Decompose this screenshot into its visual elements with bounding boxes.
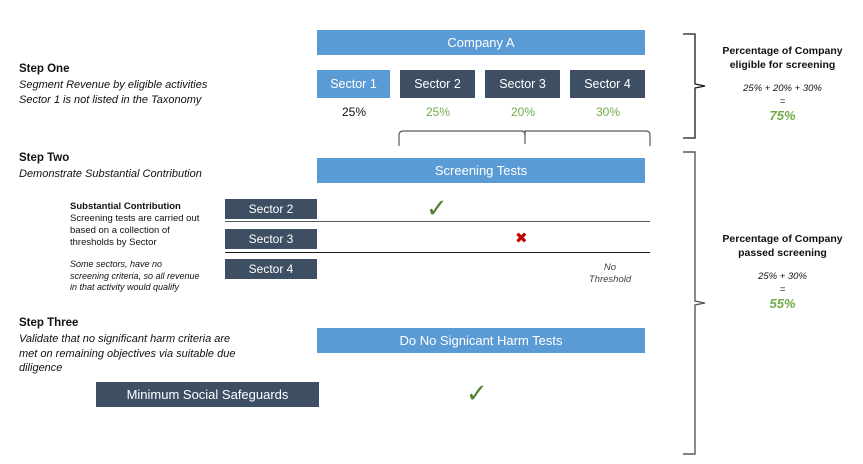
no-threshold-line-2: Threshold [588, 274, 632, 285]
step-three-desc-line-3: diligence [19, 362, 63, 374]
screening-row-label-sector-4[interactable]: Sector 4 [225, 259, 317, 279]
sector-box-4[interactable]: Sector 4 [570, 70, 645, 98]
pass-check-icon-sector-2: ✓ [426, 194, 448, 224]
sector-pct-1: 25% [341, 105, 367, 119]
eligible-sectors-bracket [398, 126, 652, 146]
no-threshold-note-sector-4: No Threshold [575, 262, 645, 286]
step-two-title: Step Two [19, 152, 70, 164]
no-criteria-line-2: screening criteria, so all revenue [70, 270, 200, 281]
passed-annotation-title-line-1: Percentage of Company [722, 233, 843, 245]
fail-cross-icon-sector-3: ✖ [515, 229, 528, 247]
step-three-desc-line-1: Validate that no significant harm criter… [19, 333, 231, 345]
note-line-3: thresholds by Sector [70, 237, 157, 248]
screening-separator-2 [225, 252, 650, 253]
company-bar[interactable]: Company A [317, 30, 645, 55]
eligible-annotation-result: 75% [769, 108, 796, 123]
note-heading: Substantial Contribution [70, 201, 181, 212]
screening-separator-1 [225, 221, 650, 222]
step-three-desc-line-2: met on remaining objectives via suitable… [19, 347, 236, 360]
screening-row-label-sector-2[interactable]: Sector 2 [225, 199, 317, 219]
step-three-description: Validate that no significant harm criter… [19, 332, 269, 376]
no-criteria-note: Some sectors, have no screening criteria… [70, 259, 230, 294]
no-threshold-line-1: No [603, 262, 617, 273]
passed-annotation: Percentage of Company passed screening 2… [710, 232, 855, 312]
dnsh-tests-bar[interactable]: Do No Signicant Harm Tests [317, 328, 645, 353]
screening-tests-bar[interactable]: Screening Tests [317, 158, 645, 183]
eligible-annotation-title-line-1: Percentage of Company [722, 45, 843, 57]
step-one-description: Segment Revenue by eligible activities S… [19, 78, 309, 107]
sector-box-3[interactable]: Sector 3 [485, 70, 560, 98]
step-one-title: Step One [19, 63, 70, 75]
eligible-annotation-title-line-2: eligible for screening [729, 59, 836, 71]
minimum-social-safeguards-bar[interactable]: Minimum Social Safeguards [96, 382, 319, 407]
passed-annotation-sum: 25% + 30% [758, 271, 807, 282]
sector-box-2[interactable]: Sector 2 [400, 70, 475, 98]
eligible-annotation-equals: = [779, 96, 786, 107]
dnsh-pass-check-icon: ✓ [466, 379, 488, 409]
substantial-contribution-note: Substantial Contribution Screening tests… [70, 201, 220, 249]
sector-box-1[interactable]: Sector 1 [317, 70, 390, 98]
step-one-desc-line-2: Sector 1 is not listed in the Taxonomy [19, 93, 202, 106]
sector-pct-4: 30% [595, 105, 621, 119]
screening-row-label-sector-3[interactable]: Sector 3 [225, 229, 317, 249]
step-three-title: Step Three [19, 317, 79, 329]
note-line-2: based on a collection of [70, 225, 170, 236]
eligible-annotation-sum: 25% + 20% + 30% [743, 83, 822, 94]
sector-pct-3: 20% [510, 105, 536, 119]
sector-pct-2: 25% [425, 105, 451, 119]
eligible-annotation: Percentage of Company eligible for scree… [710, 44, 855, 124]
step-one-desc-line-1: Segment Revenue by eligible activities [19, 79, 208, 91]
step-two-description: Demonstrate Substantial Contribution [19, 168, 202, 180]
no-criteria-line-3: in that activity would qualify [70, 282, 180, 292]
passed-annotation-equals: = [779, 284, 786, 295]
passed-annotation-result: 55% [769, 296, 796, 311]
passed-annotation-title-line-2: passed screening [738, 247, 827, 259]
passed-bracket [681, 150, 711, 456]
no-criteria-line-1: Some sectors, have no [70, 259, 163, 269]
note-line-1: Screening tests are carried out [70, 213, 200, 224]
eligible-bracket [681, 32, 711, 140]
